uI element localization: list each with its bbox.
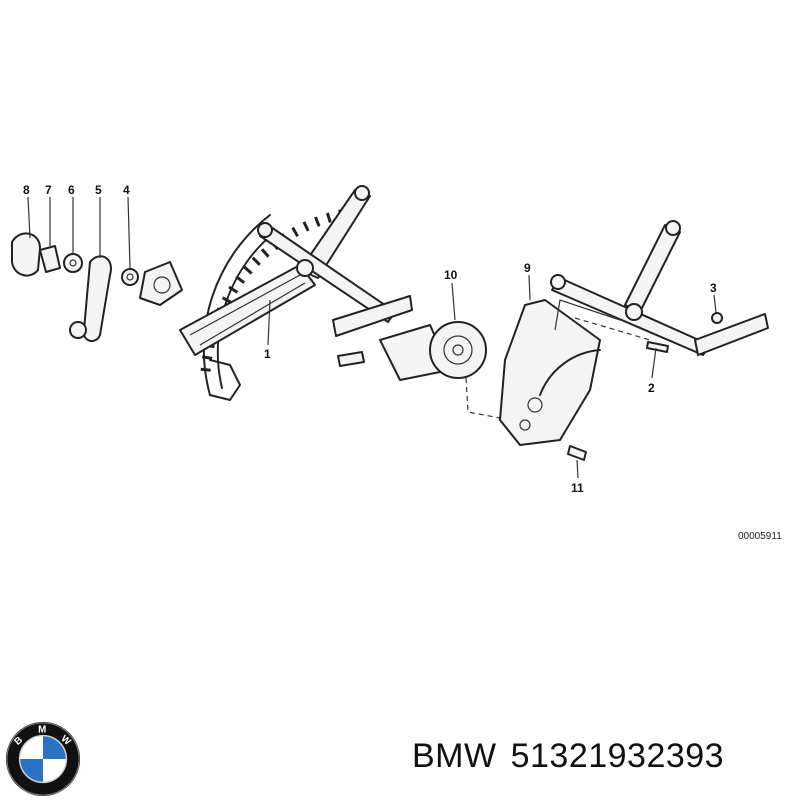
callout-6: 6 xyxy=(68,183,75,197)
callout-11: 11 xyxy=(571,481,584,495)
drive-belt-5 xyxy=(82,255,112,342)
lift-arm-upper xyxy=(299,189,371,279)
callout-4: 4 xyxy=(123,183,130,197)
footer-part-label: BMW 51321932393 xyxy=(412,737,738,776)
nut-3 xyxy=(711,312,723,324)
gear-tooth xyxy=(251,256,261,266)
gear-tooth xyxy=(221,296,233,304)
svg-text:M: M xyxy=(38,725,46,736)
leader-lines xyxy=(27,196,717,479)
callout-10: 10 xyxy=(444,268,458,282)
bolt-2 xyxy=(646,341,669,353)
gear-tooth xyxy=(201,355,213,360)
mounting-bracket xyxy=(139,261,183,306)
callout-8: 8 xyxy=(23,183,30,197)
right-guide-rail xyxy=(694,313,769,356)
gear-tooth xyxy=(243,265,253,275)
callout-2: 2 xyxy=(648,381,655,395)
motor-gear-housing xyxy=(429,321,487,379)
gear-tooth xyxy=(325,212,332,223)
gear-tooth xyxy=(302,221,310,232)
washer-6 xyxy=(63,253,83,273)
callout-3: 3 xyxy=(710,281,717,295)
right-sector-arc xyxy=(539,349,601,396)
bmw-logo-icon: B M W xyxy=(5,721,81,797)
right-regulator-plate xyxy=(499,299,601,446)
gear-tooth xyxy=(235,275,246,284)
part-number: 51321932393 xyxy=(510,737,725,775)
right-regulator-assembly xyxy=(499,220,769,461)
callout-7: 7 xyxy=(45,183,52,197)
callout-5: 5 xyxy=(95,183,102,197)
left-regulator-assembly xyxy=(11,185,413,401)
motor-assembly-10 xyxy=(337,321,501,419)
regulator-plate xyxy=(179,264,316,356)
gear-tooth xyxy=(314,216,321,227)
gear-tooth xyxy=(291,226,299,238)
gear-tooth xyxy=(228,285,239,294)
cover-cap-8 xyxy=(11,232,41,277)
brand-name: BMW xyxy=(412,737,497,775)
bushing-7 xyxy=(39,245,61,273)
screw-11 xyxy=(567,445,587,461)
gear-tooth xyxy=(200,367,211,372)
right-lift-arm-upper xyxy=(624,224,681,313)
guide-rail-left xyxy=(332,295,413,337)
callout-9: 9 xyxy=(524,261,531,275)
gear-tooth xyxy=(260,248,270,258)
callout-1: 1 xyxy=(264,347,271,361)
diagram-reference-number: 00005911 xyxy=(738,531,782,542)
screw-left xyxy=(337,351,365,367)
spacer-ring-4 xyxy=(121,268,139,286)
